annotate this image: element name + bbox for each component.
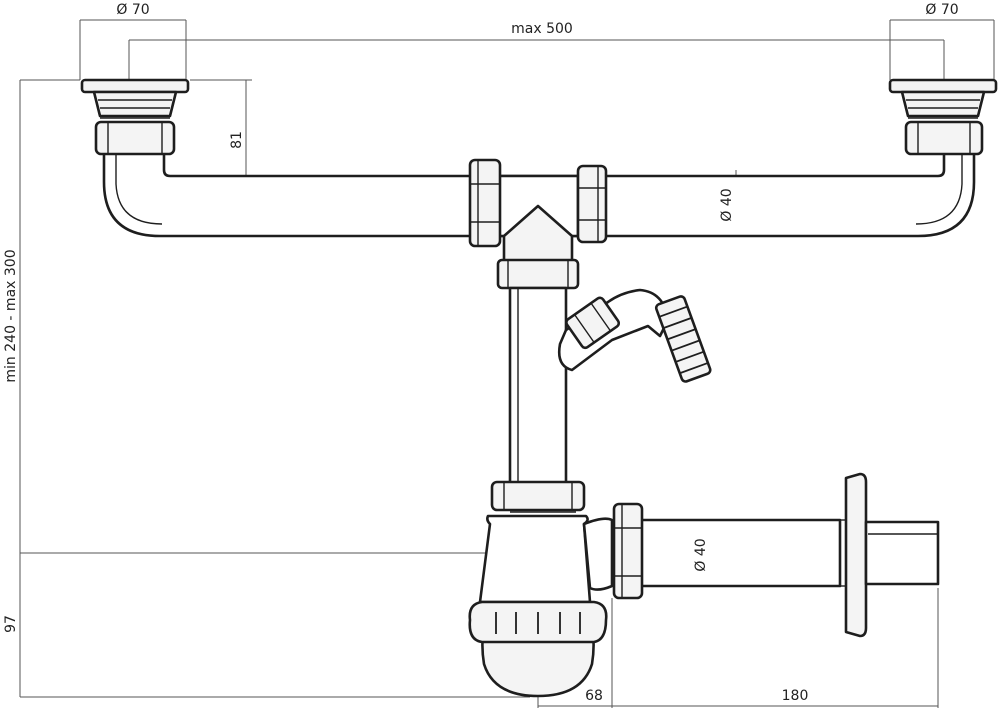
dimension-labels: Ø 70 Ø 70 max 500 81 Ø 40 min 240 - max … [3,2,959,704]
dim-center-distance: max 500 [511,21,573,37]
outlet-pipe [582,472,940,638]
waste-outlet-right [888,78,998,156]
dim-outlet-left-diameter: Ø 70 [116,2,149,18]
dim-trap-offset: 68 [585,688,603,704]
dim-pipe-diameter-outlet: Ø 40 [693,538,709,571]
dim-outlet-length: 180 [782,688,809,704]
waste-outlet-left [80,78,190,156]
vertical-pipe [508,286,568,486]
dim-overall-height: min 240 - max 300 [3,249,19,382]
union-nut-upper [496,258,580,290]
dim-pipe-diameter-horizontal: Ø 40 [719,188,735,221]
dim-drop-height: 81 [229,131,245,149]
tee-junction [468,158,608,264]
dim-trap-height: 97 [3,615,19,633]
appliance-hose-connector [557,288,712,383]
dim-outlet-right-diameter: Ø 70 [925,2,958,18]
union-nut-lower [490,480,586,513]
bottle-trap [468,514,608,698]
